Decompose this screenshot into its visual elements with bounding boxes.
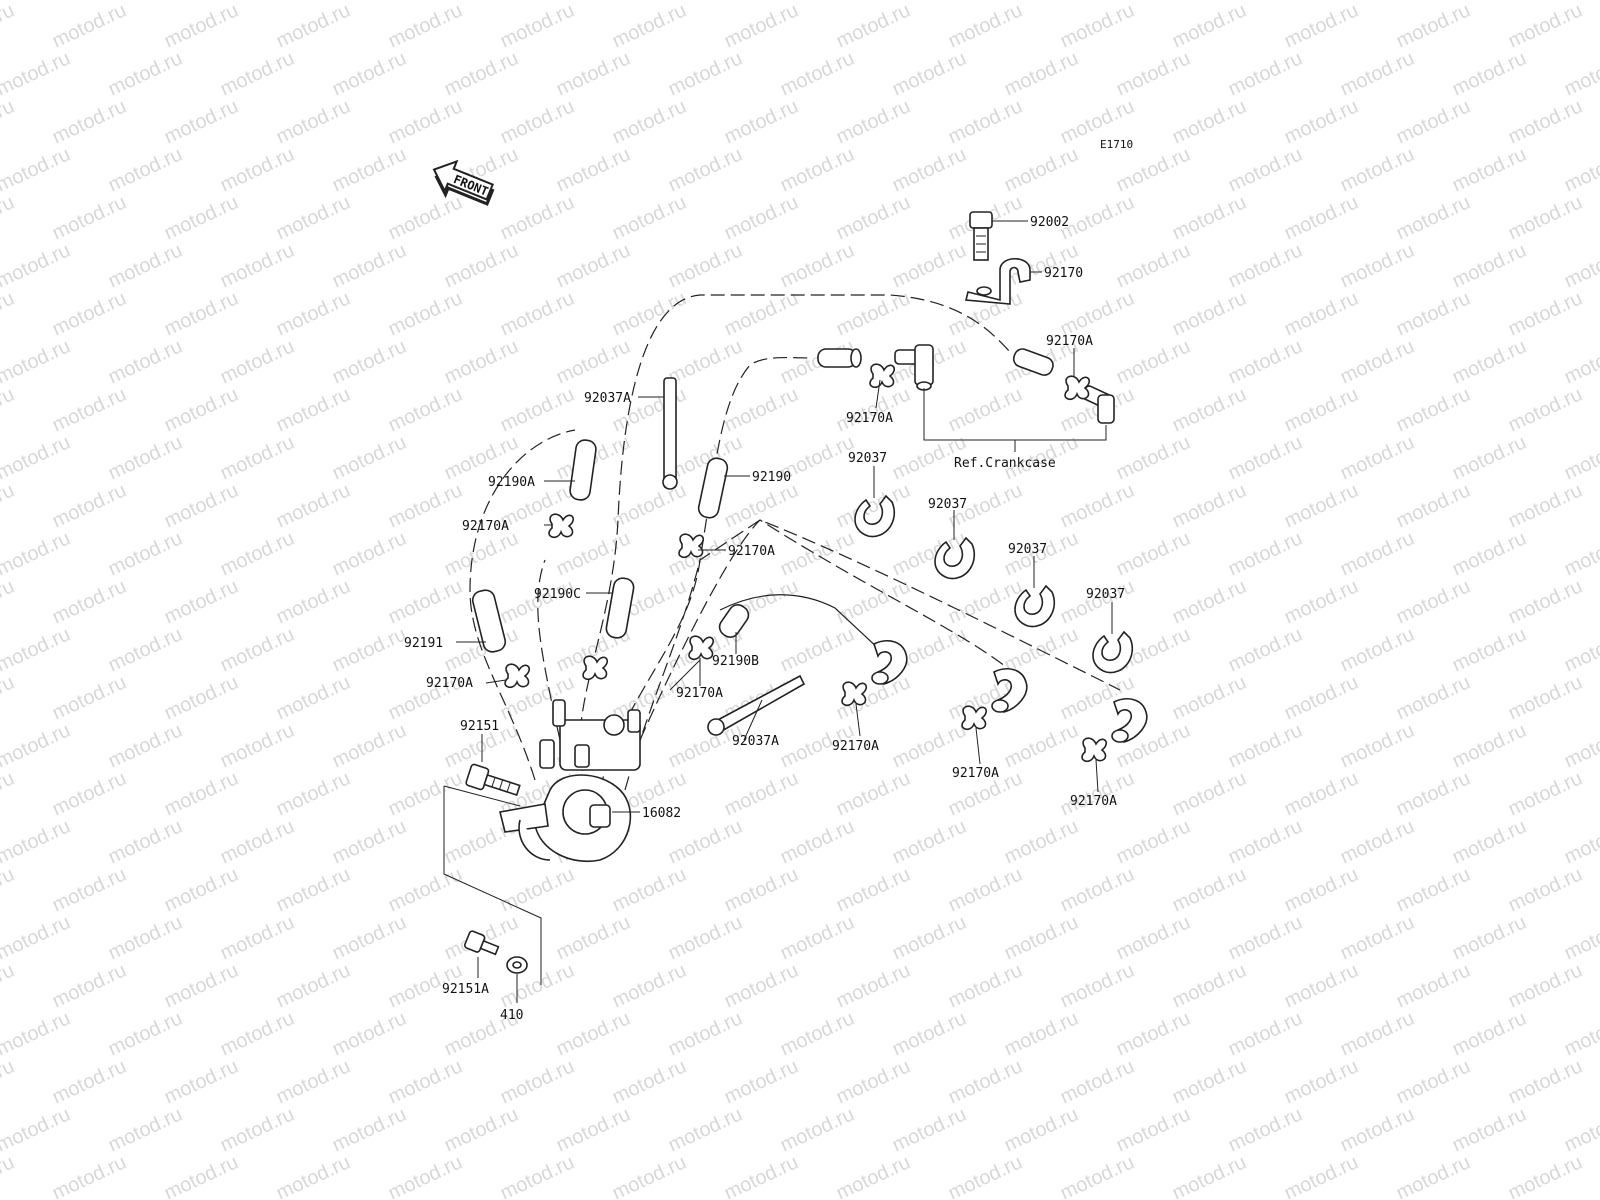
callout-92151: 92151	[460, 719, 499, 734]
callout-92002: 92002	[1030, 215, 1069, 230]
strap-92037A-bottom	[707, 674, 806, 736]
hose-92190A	[569, 439, 597, 501]
callout-92037-1: 92037	[848, 451, 887, 466]
oil-pump-16082	[499, 699, 641, 862]
hose-92190C	[605, 577, 635, 639]
leader-lines	[456, 220, 1113, 1003]
callout-92170A-center-2: 92170A	[676, 686, 723, 701]
callout-92151A: 92151A	[442, 982, 489, 997]
clip-center-1	[678, 533, 704, 559]
clamp-92170	[964, 257, 1031, 305]
reference-crankcase: Ref.Crankcase	[954, 456, 1056, 471]
crankcase-bracket	[923, 388, 1107, 452]
inset-outline	[443, 785, 542, 985]
elbow-hose-1	[871, 640, 908, 685]
clip-left-3	[582, 655, 608, 681]
elbow-fitting-right	[1081, 385, 1115, 424]
callout-92190: 92190	[752, 470, 791, 485]
callout-410: 410	[500, 1008, 523, 1023]
hose-92190B	[718, 604, 750, 638]
callout-92037-3: 92037	[1008, 542, 1047, 557]
washer-410	[506, 956, 528, 974]
callout-92170A-center-1: 92170A	[728, 544, 775, 559]
callout-92170A-left-1: 92170A	[462, 519, 509, 534]
callout-92170A-left-2: 92170A	[426, 676, 473, 691]
callout-92170A-bottom-3: 92170A	[1070, 794, 1117, 809]
callout-16082: 16082	[642, 806, 681, 821]
callout-92037-4: 92037	[1086, 587, 1125, 602]
callout-92170A-bottom-1: 92170A	[832, 739, 879, 754]
band-clamp-2	[934, 536, 975, 580]
clip-center-2	[688, 635, 714, 661]
diagram-code: E1710	[1100, 138, 1133, 151]
callout-92191: 92191	[404, 636, 443, 651]
clip-bottom-2	[961, 705, 987, 731]
callout-92037A-top: 92037A	[584, 391, 631, 406]
band-clamp-3	[1014, 584, 1055, 628]
hose-92191	[471, 589, 507, 653]
clip-left-2	[504, 663, 530, 689]
callout-92170A-bottom-2: 92170A	[952, 766, 999, 781]
clip-bottom-3	[1081, 737, 1107, 763]
clip-bottom-1	[841, 681, 867, 707]
elbow-hose-2	[991, 668, 1028, 713]
callout-92037A-bottom: 92037A	[732, 734, 779, 749]
clip-left-1	[548, 513, 574, 539]
callout-92190B: 92190B	[712, 654, 759, 669]
bolt-92002	[969, 211, 993, 261]
hose-top-right	[1012, 348, 1054, 376]
hose-top-short	[817, 348, 862, 368]
band-clamp-1	[854, 494, 895, 538]
callout-92190A: 92190A	[488, 475, 535, 490]
clip-top-right	[1064, 375, 1090, 401]
callouts: 92002 92170 92170A 92170A Ref.Crankcase …	[404, 215, 1125, 1023]
callout-92170A-top: 92170A	[1046, 334, 1093, 349]
screw-92151A	[463, 930, 500, 956]
bolt-92151	[465, 763, 521, 796]
callout-92190C: 92190C	[534, 587, 581, 602]
clip-top-mid	[869, 363, 895, 389]
elbow-hose-3	[1111, 698, 1148, 743]
callout-92170: 92170	[1044, 266, 1083, 281]
strap-92037A-top	[662, 377, 678, 490]
callout-92037-2: 92037	[928, 497, 967, 512]
band-clamp-4	[1092, 630, 1133, 674]
hose-92190	[697, 457, 729, 519]
callout-92170A-mid: 92170A	[846, 411, 893, 426]
